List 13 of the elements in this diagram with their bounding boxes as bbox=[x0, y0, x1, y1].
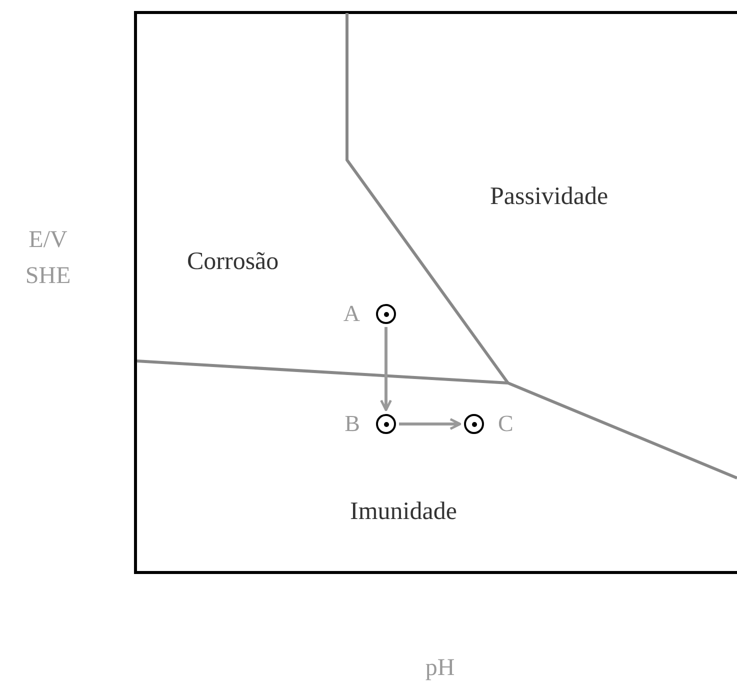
point-label: A bbox=[343, 302, 360, 325]
region-label: Imunidade bbox=[350, 497, 458, 527]
axis-label: pH bbox=[424, 654, 456, 683]
region-label: Passividade bbox=[490, 182, 610, 212]
arrow bbox=[380, 327, 392, 412]
point-label: B bbox=[344, 412, 360, 435]
axis-label: E/V SHE bbox=[24, 226, 72, 291]
point-marker bbox=[376, 304, 396, 324]
point-marker bbox=[464, 414, 484, 434]
point-marker bbox=[376, 414, 396, 434]
region-label: Corrosão bbox=[187, 247, 280, 277]
point-label: C bbox=[498, 412, 514, 435]
arrow bbox=[399, 418, 462, 430]
